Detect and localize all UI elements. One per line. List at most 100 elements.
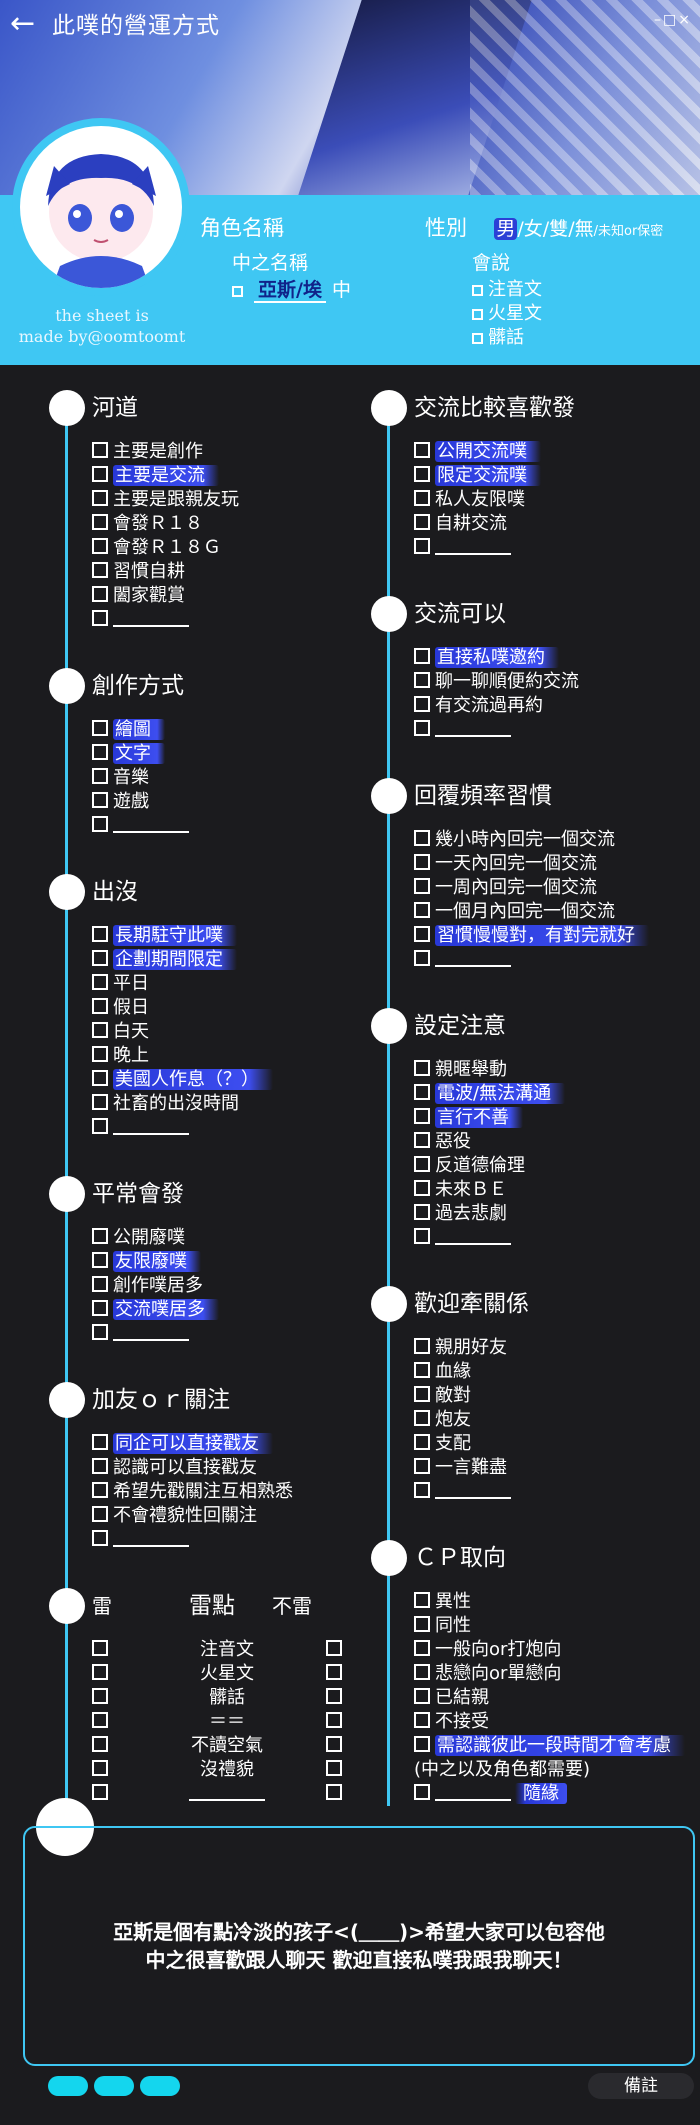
checkbox-item[interactable]: 遊戲 (92, 790, 189, 814)
checkbox-item[interactable] (414, 1480, 529, 1504)
checkbox[interactable] (92, 1228, 108, 1244)
checkbox-item[interactable]: 認識可以直接戳友 (92, 1456, 293, 1480)
checkbox-item[interactable] (92, 608, 239, 632)
checkbox-item[interactable]: 親暱舉動 (414, 1058, 565, 1082)
checkbox-item[interactable]: 晚上 (92, 1044, 273, 1068)
checkbox-item[interactable]: 幾小時內回完一個交流 (414, 828, 649, 852)
checkbox-item[interactable] (92, 814, 189, 838)
checkbox-item[interactable] (92, 1322, 219, 1346)
checkbox-item[interactable] (414, 948, 649, 972)
checkbox[interactable] (414, 1084, 430, 1100)
checkbox[interactable] (414, 1132, 430, 1148)
checkbox-item[interactable]: 未來ＢＥ (414, 1178, 565, 1202)
gender-option-female[interactable]: /女 (517, 218, 543, 240)
checkbox[interactable] (92, 1736, 108, 1752)
checkbox-item[interactable]: 血緣 (414, 1360, 529, 1384)
checkbox[interactable] (414, 514, 430, 530)
checkbox[interactable] (414, 1108, 430, 1124)
checkbox-item[interactable]: 自耕交流 (414, 512, 575, 536)
checkbox-item[interactable]: 同企可以直接戳友 (92, 1432, 293, 1456)
checkbox-item[interactable] (92, 1116, 273, 1140)
page-dot-3[interactable] (140, 2076, 180, 2096)
checkbox[interactable] (414, 1482, 430, 1498)
checkbox[interactable] (92, 998, 108, 1014)
checkbox[interactable] (414, 902, 430, 918)
checkbox-item[interactable]: 繪圖 (92, 718, 189, 742)
checkbox[interactable] (92, 1530, 108, 1546)
checkbox[interactable] (92, 1118, 108, 1134)
checkbox-item[interactable]: 需認識彼此一段時間才會考慮 (414, 1734, 685, 1758)
checkbox[interactable] (92, 816, 108, 832)
checkbox[interactable] (326, 1712, 342, 1728)
checkbox[interactable] (92, 1458, 108, 1474)
checkbox-item[interactable]: 習慣慢慢對，有對完就好 (414, 924, 649, 948)
checkbox[interactable] (414, 1664, 430, 1680)
checkbox[interactable] (92, 538, 108, 554)
checkbox-item[interactable]: 異性 (414, 1590, 685, 1614)
checkbox[interactable] (92, 490, 108, 506)
checkbox[interactable] (92, 1664, 108, 1680)
checkbox[interactable] (414, 1386, 430, 1402)
checkbox-item[interactable]: 一天內回完一個交流 (414, 852, 649, 876)
checkbox-item[interactable]: 不接受 (414, 1710, 685, 1734)
checkbox[interactable] (414, 1362, 430, 1378)
lei-left-cell[interactable] (92, 1734, 152, 1758)
lei-left-cell[interactable] (92, 1662, 152, 1686)
checkbox[interactable] (414, 1458, 430, 1474)
checkbox-item[interactable]: 親朋好友 (414, 1336, 529, 1360)
lei-right-cell[interactable] (326, 1758, 347, 1782)
checkbox[interactable] (92, 562, 108, 578)
checkbox[interactable] (92, 1276, 108, 1292)
checkbox-item[interactable]: 一言難盡 (414, 1456, 529, 1480)
checkbox[interactable] (414, 1640, 430, 1656)
checkbox-item[interactable]: 聊一聊順便約交流 (414, 670, 579, 694)
gender-option-none[interactable]: /無 (568, 218, 594, 240)
checkbox-item[interactable]: (中之以及角色都需要) (414, 1758, 685, 1782)
checkbox-item[interactable]: 美國人作息（？） (92, 1068, 273, 1092)
checkbox[interactable] (92, 1712, 108, 1728)
checkbox[interactable] (92, 744, 108, 760)
checkbox[interactable] (92, 950, 108, 966)
checkbox[interactable] (414, 648, 430, 664)
checkbox[interactable] (92, 466, 108, 482)
checkbox-item[interactable]: 隨緣 (414, 1782, 685, 1806)
checkbox-item[interactable]: 電波/無法溝通 (414, 1082, 566, 1106)
checkbox[interactable] (92, 610, 108, 626)
checkbox[interactable] (92, 514, 108, 530)
checkbox[interactable] (414, 1784, 430, 1800)
checkbox[interactable] (414, 926, 430, 942)
checkbox-item[interactable]: 反道德倫理 (414, 1154, 565, 1178)
checkbox-item[interactable]: 支配 (414, 1432, 529, 1456)
speak-option[interactable]: 注音文 (472, 275, 542, 301)
checkbox-item[interactable]: 惡役 (414, 1130, 565, 1154)
checkbox[interactable] (92, 1252, 108, 1268)
checkbox[interactable] (414, 720, 430, 736)
lei-left-cell[interactable] (92, 1686, 152, 1710)
checkbox[interactable] (92, 1070, 108, 1086)
checkbox[interactable] (92, 926, 108, 942)
checkbox[interactable] (414, 1712, 430, 1728)
checkbox-item[interactable]: 敵對 (414, 1384, 529, 1408)
lei-right-cell[interactable] (326, 1686, 347, 1710)
checkbox[interactable] (326, 1640, 342, 1656)
checkbox-item[interactable]: 文字 (92, 742, 189, 766)
checkbox[interactable] (414, 1592, 430, 1608)
gender-option-unknown[interactable]: /未知or保密 (593, 224, 664, 239)
checkbox[interactable] (414, 672, 430, 688)
checkbox[interactable] (92, 1324, 108, 1340)
checkbox[interactable] (414, 1204, 430, 1220)
checkbox-item[interactable]: 私人友限噗 (414, 488, 575, 512)
checkbox-item[interactable]: 主要是跟親友玩 (92, 488, 239, 512)
checkbox-item[interactable]: 創作噗居多 (92, 1274, 219, 1298)
back-arrow-icon[interactable]: ← (10, 5, 36, 41)
checkbox[interactable] (92, 1506, 108, 1522)
checkbox-item[interactable]: 平日 (92, 972, 273, 996)
checkbox-item[interactable]: 公開廢噗 (92, 1226, 219, 1250)
checkbox-item[interactable]: 企劃期間限定 (92, 948, 273, 972)
checkbox[interactable] (92, 792, 108, 808)
checkbox-item[interactable]: 交流噗居多 (92, 1298, 219, 1322)
checkbox-item[interactable]: 限定交流噗 (414, 464, 575, 488)
checkbox[interactable] (92, 974, 108, 990)
lei-right-cell[interactable] (326, 1638, 347, 1662)
speak-option[interactable]: 火星文 (472, 299, 542, 325)
